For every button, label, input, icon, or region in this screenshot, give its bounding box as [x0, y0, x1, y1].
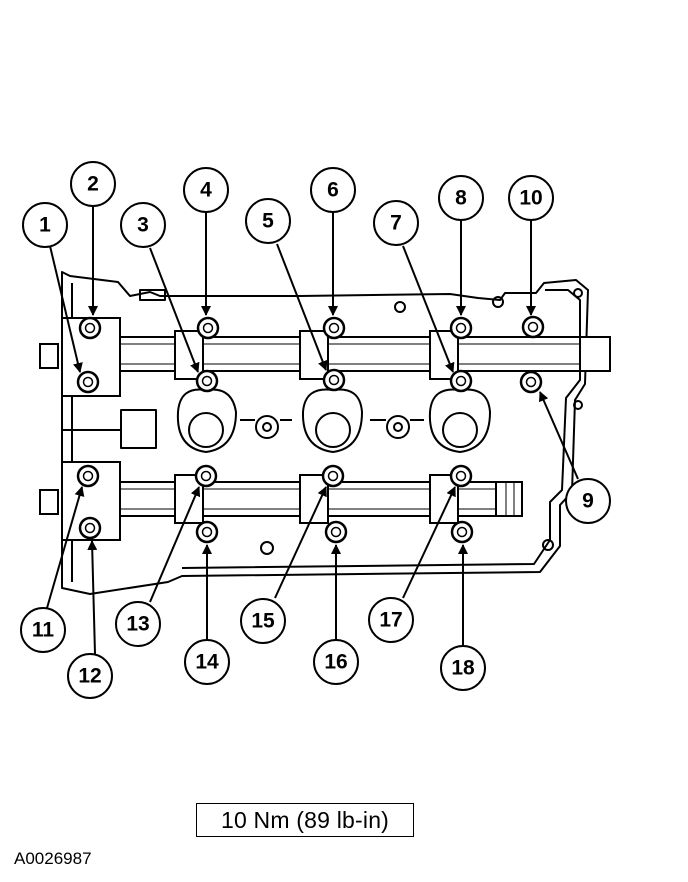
callout-3: 3 — [120, 202, 166, 248]
bolt-11 — [76, 464, 100, 488]
callout-label-17: 17 — [379, 609, 402, 632]
callout-13: 13 — [115, 601, 161, 647]
bolt-7 — [449, 369, 473, 393]
callout-1: 1 — [22, 202, 68, 248]
callout-14: 14 — [184, 639, 230, 685]
leader-7 — [402, 245, 455, 373]
bearing-cap-bolts — [76, 315, 545, 544]
callout-label-13: 13 — [126, 613, 149, 636]
callouts: 1 2 3 4 5 6 7 8 9 10 11 12 13 14 15 16 1… — [20, 161, 611, 699]
bolt-5 — [322, 368, 346, 392]
callout-6: 6 — [310, 167, 356, 213]
callout-label-16: 16 — [324, 651, 347, 674]
callout-11: 11 — [20, 607, 66, 653]
callout-16: 16 — [313, 639, 359, 685]
bolt-13 — [194, 464, 218, 488]
callout-15: 15 — [240, 598, 286, 644]
bolt-14 — [195, 520, 219, 544]
leader-9 — [539, 391, 579, 480]
bolt-18 — [450, 520, 474, 544]
leader-3 — [149, 247, 200, 373]
leader-1 — [49, 245, 83, 373]
callout-label-10: 10 — [519, 187, 542, 210]
callout-label-3: 3 — [137, 214, 149, 237]
callout-label-5: 5 — [262, 210, 274, 233]
bolt-1 — [76, 370, 100, 394]
callout-8: 8 — [438, 175, 484, 221]
front-cap-plate — [39, 317, 121, 541]
bolt-2 — [78, 316, 102, 340]
torque-spec-box: 10 Nm (89 lb-in) — [196, 803, 414, 837]
leader-17 — [402, 486, 456, 599]
callout-label-12: 12 — [78, 665, 101, 688]
callout-label-6: 6 — [327, 179, 339, 202]
callout-17: 17 — [368, 597, 414, 643]
leader-arrows — [46, 207, 579, 655]
leader-13 — [149, 486, 201, 603]
leader-12 — [87, 540, 98, 655]
callout-label-11: 11 — [32, 619, 55, 642]
bolt-10 — [521, 315, 545, 339]
bolt-8 — [449, 316, 473, 340]
leader-15 — [274, 486, 327, 599]
callout-label-14: 14 — [195, 651, 219, 674]
callout-2: 2 — [70, 161, 116, 207]
figure-id: A0026987 — [14, 849, 92, 868]
callout-label-9: 9 — [582, 490, 594, 513]
upper-camshaft — [117, 330, 611, 380]
callout-7: 7 — [373, 200, 419, 246]
callout-label-15: 15 — [251, 610, 275, 633]
callout-10: 10 — [508, 175, 554, 221]
bolt-15 — [321, 464, 345, 488]
callout-18: 18 — [440, 645, 486, 691]
callout-label-1: 1 — [39, 214, 51, 237]
bolt-17 — [449, 464, 473, 488]
leader-11 — [46, 486, 85, 609]
bolt-6 — [322, 316, 346, 340]
torque-spec-text: 10 Nm (89 lb-in) — [220, 806, 390, 833]
callout-label-7: 7 — [390, 212, 402, 235]
callout-5: 5 — [245, 198, 291, 244]
callout-label-8: 8 — [455, 187, 467, 210]
callout-4: 4 — [183, 167, 229, 213]
callout-label-2: 2 — [87, 173, 99, 196]
callout-12: 12 — [67, 653, 113, 699]
bolt-16 — [324, 520, 348, 544]
bolt-3 — [195, 369, 219, 393]
bolt-9 — [519, 370, 543, 394]
callout-label-18: 18 — [451, 657, 475, 680]
bolt-4 — [196, 316, 220, 340]
bolt-12 — [78, 516, 102, 540]
callout-label-4: 4 — [200, 179, 212, 202]
spark-plug-bores — [176, 388, 492, 454]
leader-5 — [276, 243, 328, 371]
callout-9: 9 — [565, 478, 611, 524]
